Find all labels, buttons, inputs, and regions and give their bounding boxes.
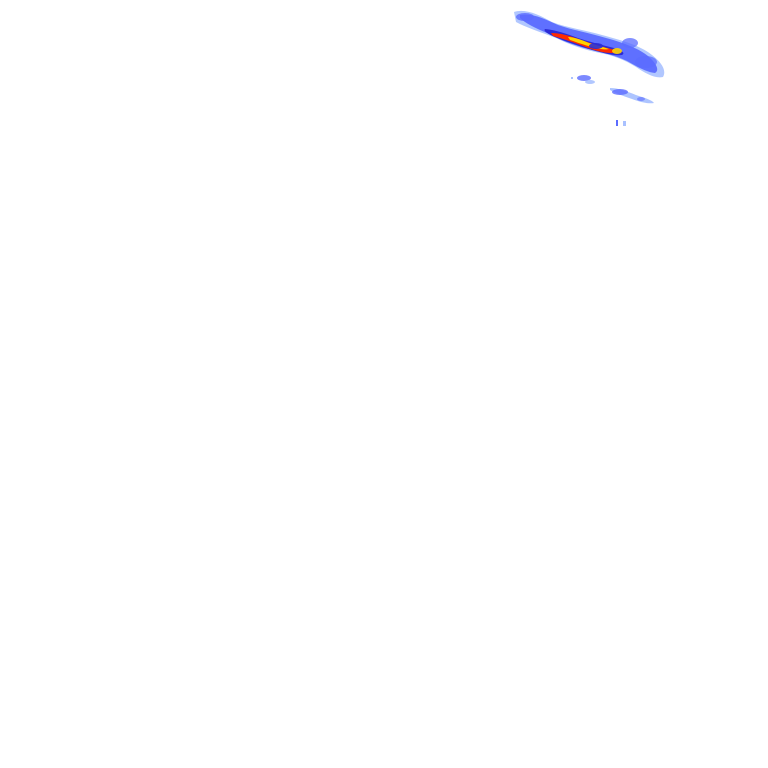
- main-band-fragment: [635, 56, 657, 68]
- isolated-small-echo: [616, 120, 618, 126]
- southern-echo-cluster: [637, 97, 645, 101]
- main-band-fragment: [589, 43, 603, 49]
- main-band-fragment: [612, 48, 622, 54]
- southern-echo-cluster: [585, 80, 595, 84]
- isolated-small-echo: [571, 77, 573, 79]
- southern-echo-cluster: [612, 89, 628, 95]
- southern-echo-cluster: [577, 75, 591, 81]
- isolated-small-echo: [623, 121, 626, 126]
- main-band-fragment: [622, 38, 638, 48]
- main-band-fragment: [516, 13, 534, 21]
